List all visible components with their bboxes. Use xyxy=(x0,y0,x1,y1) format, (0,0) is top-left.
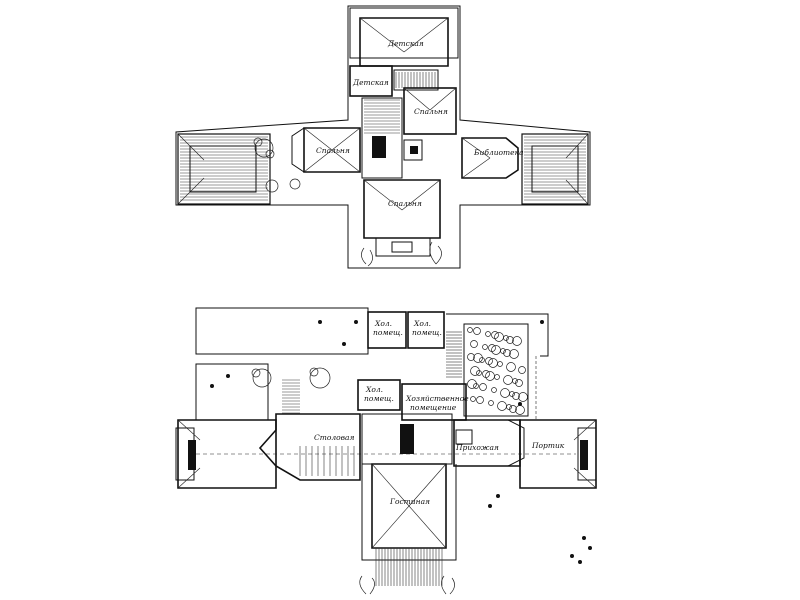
shrub-icon xyxy=(479,357,485,363)
shrub-icon xyxy=(515,379,523,387)
room-label-cold-storage-2a: Хол. xyxy=(413,319,431,328)
tree-icon xyxy=(361,241,442,267)
shrub-icon xyxy=(500,348,506,354)
shrub-icon xyxy=(494,332,504,342)
shrub-dot xyxy=(210,384,214,388)
shrub-icon xyxy=(482,344,488,350)
shrub-icon xyxy=(491,345,501,355)
shrub-dot xyxy=(342,342,346,346)
shrub-dot xyxy=(226,374,230,378)
shrub-icon xyxy=(476,370,482,376)
shrub-icon xyxy=(476,396,484,404)
tree-icon xyxy=(359,575,455,595)
shrub-icon xyxy=(515,405,525,415)
shrub-icon xyxy=(512,336,522,346)
room-label-portico: Портик xyxy=(531,441,565,450)
room-label-library: Библиотека xyxy=(473,148,524,157)
room-label-cold-storage-3b: помещ. xyxy=(364,394,394,403)
shrub-icon xyxy=(506,362,516,372)
room-label-childrens-2: Детская xyxy=(352,78,389,87)
shrub-icon xyxy=(479,383,487,391)
upper-floor-plan: Детская Детская Спальня Спальня Библиоте… xyxy=(175,5,591,269)
room-label-dining: Столовая xyxy=(314,433,354,442)
shrub-icon xyxy=(470,366,480,376)
shrub-dot xyxy=(540,320,544,324)
shrub-icon xyxy=(503,375,513,385)
room-label-bedroom-2: Спальня xyxy=(316,146,350,155)
shrub-icon xyxy=(488,344,496,352)
shrub-icon xyxy=(518,392,528,402)
shrub-icon xyxy=(485,331,491,337)
shrub-icon xyxy=(506,336,514,344)
shrub-icon xyxy=(473,353,483,363)
shrub-dot xyxy=(488,504,492,508)
shrub-icon xyxy=(512,392,520,400)
shrub-icon xyxy=(485,371,495,381)
shrub-icon xyxy=(509,349,519,359)
shrub-icon xyxy=(488,400,494,406)
shrub-dot xyxy=(518,402,522,406)
room-label-cold-storage-1b: помещ. xyxy=(373,328,403,337)
room-label-cold-storage-2b: помещ. xyxy=(412,328,442,337)
shrub-icon xyxy=(509,391,515,397)
shrub-icon xyxy=(500,388,510,398)
shrub-icon xyxy=(491,331,499,339)
shrub-icon xyxy=(470,340,478,348)
shrub-icon xyxy=(503,335,509,341)
tree-icon xyxy=(253,137,301,193)
shrub-icon xyxy=(518,366,526,374)
shrub-icon xyxy=(509,405,517,413)
shrub-dot xyxy=(496,494,500,498)
shrub-icon xyxy=(497,401,507,411)
left-roof-wing xyxy=(177,133,271,205)
shrub-icon xyxy=(467,353,475,361)
shrub-dot xyxy=(318,320,322,324)
shrub-icon xyxy=(470,396,476,402)
shrub-icon xyxy=(467,327,473,333)
room-label-childrens-1: Детская xyxy=(387,39,424,48)
room-label-bedroom-1: Спальня xyxy=(414,107,448,116)
room-label-utility-a: Хозяйственное xyxy=(405,394,469,403)
tree-icon xyxy=(251,367,331,389)
shrub-icon xyxy=(491,387,497,393)
room-label-living: Гостиная xyxy=(389,497,430,506)
room-label-utility-b: помещение xyxy=(410,403,457,412)
shrub-icon xyxy=(473,327,481,335)
shrub-dot xyxy=(570,554,574,558)
room-label-bedroom-3: Спальня xyxy=(388,199,422,208)
shrub-icon xyxy=(482,370,490,378)
room-label-cold-storage-3a: Хол. xyxy=(365,385,383,394)
right-roof-wing xyxy=(521,133,589,205)
ground-floor-plan: Хол. помещ. Хол. помещ. Хол. помещ. Хозя… xyxy=(175,307,597,595)
shrub-icon xyxy=(488,358,498,368)
shrub-icon xyxy=(467,379,477,389)
room-label-cold-storage-1a: Хол. xyxy=(374,319,392,328)
shrub-icon xyxy=(494,374,500,380)
shrub-icon xyxy=(497,361,503,367)
shrub-dot xyxy=(354,320,358,324)
shrub-dot xyxy=(588,546,592,550)
room-label-foyer: Прихожая xyxy=(455,443,499,452)
shrub-dot xyxy=(582,536,586,540)
shrub-icon xyxy=(512,378,518,384)
shrub-icon xyxy=(473,383,479,389)
shrub-icon xyxy=(485,357,493,365)
shrub-icon xyxy=(506,404,512,410)
shrub-icon xyxy=(503,349,511,357)
shrub-dot xyxy=(578,560,582,564)
